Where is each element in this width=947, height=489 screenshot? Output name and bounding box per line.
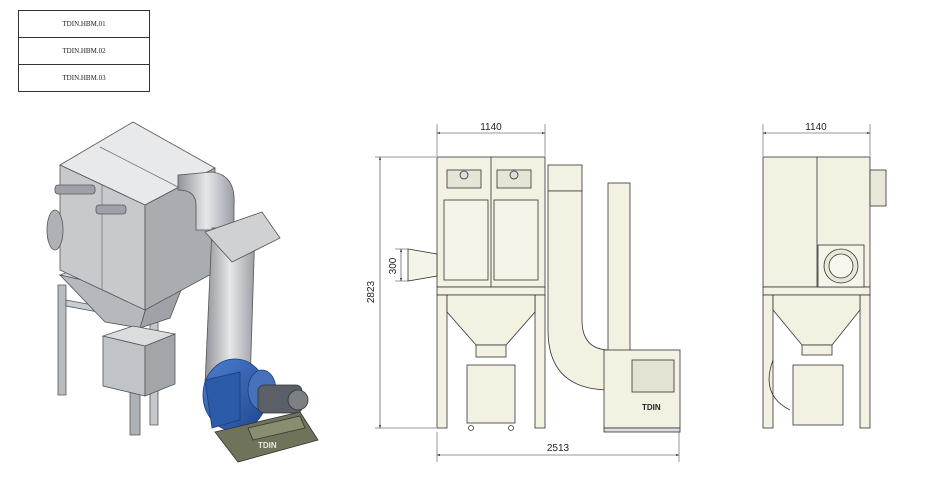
- dim-inlet: 300: [388, 257, 399, 274]
- iso-bin-front: [102, 335, 146, 397]
- front-brand-label: TDIN: [642, 403, 661, 412]
- iso-valve-2: [95, 204, 127, 215]
- front-duct-top: [547, 164, 583, 192]
- front-door-2: [493, 199, 539, 281]
- front-base-rail: [436, 286, 546, 296]
- front-duct-elbow: [547, 190, 611, 391]
- front-duct-riser: [607, 182, 631, 354]
- dim-side-width: 1140: [805, 122, 827, 133]
- iso-brand-label: TDIN: [258, 441, 277, 450]
- motor-icon: [631, 359, 675, 393]
- front-leg-left: [436, 294, 448, 429]
- iso-leg-1: [57, 284, 67, 396]
- front-hopper: [446, 294, 536, 346]
- iso-duct-bend: [204, 211, 281, 263]
- dim-total-length: 2513: [547, 443, 570, 454]
- iso-fan: TDIN: [202, 358, 319, 463]
- side-leg-right: [859, 294, 871, 429]
- side-base-rail: [762, 286, 871, 296]
- front-hopper-neck: [475, 344, 507, 358]
- front-inlet: [407, 248, 438, 282]
- side-hopper-neck: [801, 344, 833, 356]
- side-valve: [869, 169, 887, 207]
- part-code-table: TDIN.HBM.01 TDIN.HBM.02 TDIN.HBM.03: [18, 10, 150, 92]
- part-code-2: TDIN.HBM.02: [19, 38, 149, 65]
- dim-total-height: 2823: [366, 280, 377, 303]
- side-bin: [792, 364, 844, 426]
- flange-icon: [46, 209, 64, 251]
- front-leg-right: [534, 294, 546, 429]
- dim-front-width: 1140: [480, 122, 502, 133]
- side-hopper: [772, 294, 861, 346]
- part-code-1: TDIN.HBM.01: [19, 11, 149, 38]
- side-duct-curve: [768, 359, 791, 411]
- side-view: 1140: [762, 122, 887, 429]
- front-bin: [466, 364, 516, 424]
- isometric-view: TDIN: [46, 121, 319, 463]
- front-view: 1140 2823 300 2513: [366, 122, 681, 462]
- side-leg-left: [762, 294, 774, 429]
- iso-valve-1: [54, 184, 96, 195]
- iso-bin-top: [101, 325, 177, 347]
- front-door-1: [443, 199, 489, 281]
- part-code-3: TDIN.HBM.03: [62, 74, 106, 82]
